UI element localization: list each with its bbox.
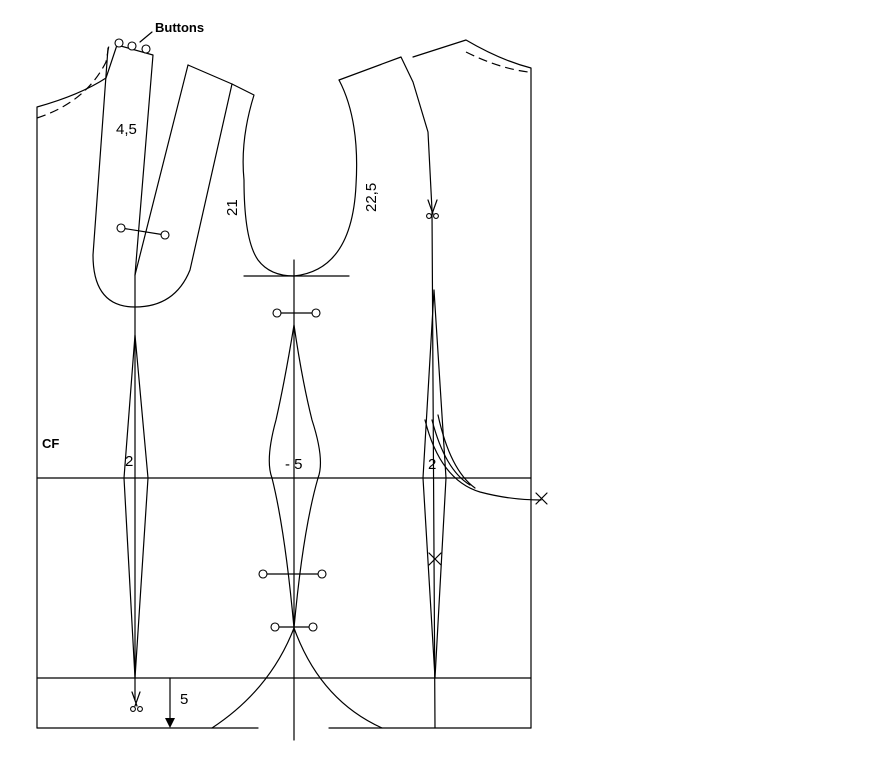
pin-side-head-2	[258, 569, 268, 579]
back-outline	[412, 39, 532, 729]
pin-side-tail	[311, 308, 321, 318]
side-armhole-curve	[293, 79, 358, 277]
cross-mark	[428, 552, 442, 566]
scissors-icon	[130, 691, 143, 712]
hem-measure: 5	[180, 691, 188, 708]
pin-side-tail-2	[317, 569, 327, 579]
front-panel-top	[187, 64, 295, 277]
back-dart	[422, 289, 447, 679]
front-panel	[92, 47, 233, 308]
pin-front-head	[116, 223, 126, 233]
side-dart	[268, 324, 322, 629]
back-flare-3	[437, 414, 476, 489]
side-dart-measure: - 5	[285, 456, 303, 473]
button-marker	[114, 38, 124, 48]
buttons-leader	[139, 31, 153, 43]
pin-side-head-3	[270, 622, 280, 632]
back-dart-measure: 2	[428, 456, 436, 473]
button-marker	[127, 41, 137, 51]
front-dart	[123, 334, 149, 679]
cf-label: CF	[42, 436, 59, 451]
front-neck-measure: 4,5	[116, 121, 137, 138]
back-flare-1	[424, 419, 542, 501]
front-outline	[36, 44, 154, 729]
side-armhole	[338, 56, 433, 211]
front-dart-measure: 2	[125, 453, 133, 470]
hem-arrow-head	[165, 718, 175, 728]
pin-front-tail	[160, 230, 170, 240]
side-flare-back	[293, 627, 383, 729]
back-neck-seam	[465, 51, 529, 73]
side-flare-front	[211, 627, 295, 729]
button-marker	[141, 44, 151, 54]
back-center-line	[431, 209, 436, 729]
pin-side-head	[272, 308, 282, 318]
cross-mark	[535, 492, 548, 505]
armhole-back-measure: 22,5	[363, 183, 380, 212]
buttons-label: Buttons	[155, 20, 204, 35]
pin-front-line	[120, 227, 166, 236]
back-flare-2	[431, 419, 471, 486]
pin-side-tail-3	[308, 622, 318, 632]
front-panel-inner	[134, 64, 189, 276]
front-neck-seam	[36, 44, 110, 119]
scissors-icon	[426, 199, 439, 219]
armhole-front-measure: 21	[224, 199, 241, 216]
